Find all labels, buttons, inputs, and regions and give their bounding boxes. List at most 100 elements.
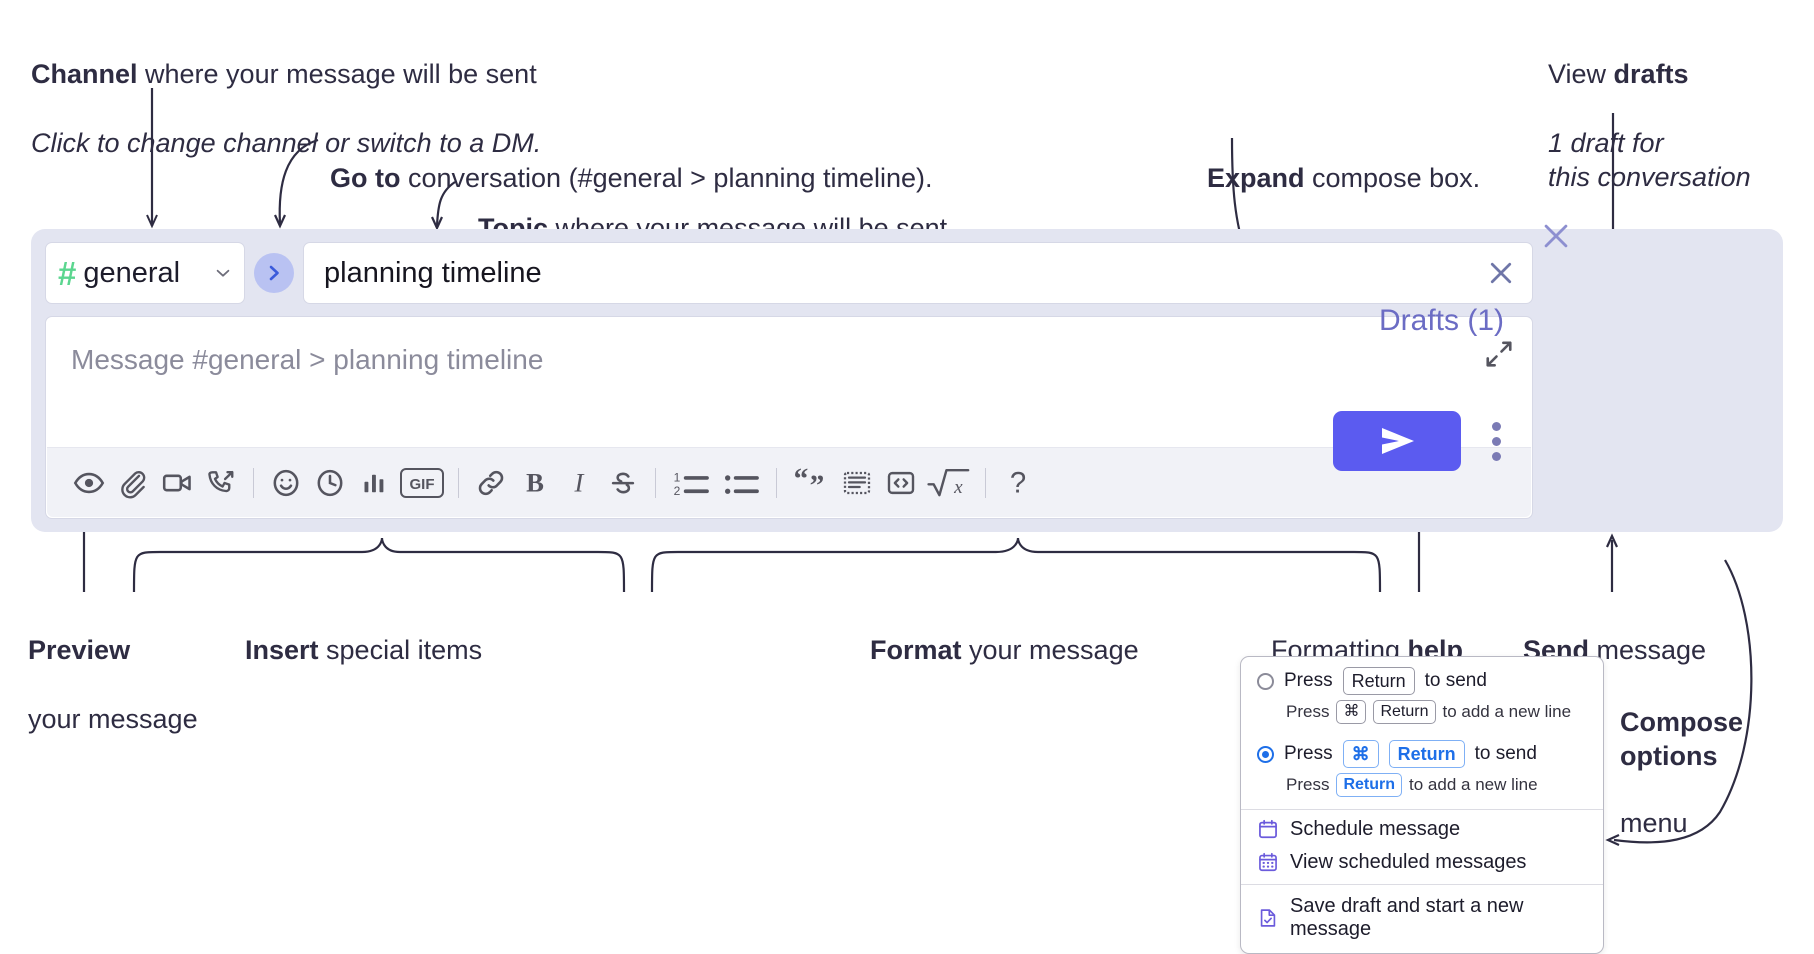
annotation-insert-rest: special items [318,634,483,665]
ordered-list-icon[interactable]: 1 2 [666,461,716,505]
code-block-icon[interactable] [835,461,879,505]
annotation-compose-options: Compose options menu [1620,672,1743,875]
annotation-drafts: View drafts 1 draft for this conversatio… [1548,22,1751,229]
annotation-drafts-prefix: View [1548,58,1614,89]
svg-text:GIF: GIF [410,476,435,493]
chevron-down-icon [216,269,230,277]
close-icon[interactable] [1486,258,1516,288]
emoji-smiley-icon[interactable] [264,461,308,505]
annotation-expand-bold: Expand [1207,162,1305,193]
clock-icon[interactable] [308,461,352,505]
menu-item-label: Save draft and start a new message [1290,894,1524,940]
option2-post: to send [1474,743,1537,765]
formatting-toolbar: GIF B I [47,447,1531,517]
annotation-compose-options-bold: Compose options [1620,706,1744,771]
document-check-icon [1260,909,1276,927]
compose-options-menu: Press Return to send Press ⌘ Return to a… [1240,656,1604,954]
key-return: Return [1342,667,1415,696]
help-question-icon[interactable]: ? [996,461,1040,505]
compose-box: # general planning timeline Message #gen… [31,224,1783,532]
send-paper-plane-icon [1382,428,1414,454]
option1-pre: Press [1284,670,1333,692]
compose-header-row: # general planning timeline [45,242,1533,304]
annotation-expand: Expand compose box. [1207,126,1480,195]
inline-code-icon[interactable] [879,461,923,505]
kebab-dot [1491,451,1501,461]
topic-input[interactable]: planning timeline [303,242,1533,304]
kebab-dot [1491,421,1501,431]
math-sqrt-icon[interactable]: x [923,461,975,505]
kebab-dot [1491,436,1501,446]
key-return: Return [1388,739,1465,769]
hash-icon: # [58,254,76,292]
paperclip-icon[interactable] [111,461,155,505]
radio-selected[interactable] [1257,745,1274,763]
annotation-compose-options-rest: menu [1620,808,1688,838]
annotation-insert-bold: Insert [245,634,319,665]
menu-item-label: Schedule message [1290,817,1461,840]
channel-name-label: general [83,256,181,289]
menu-item-schedule-message[interactable]: Schedule message [1241,810,1603,849]
menu-item-save-draft[interactable]: Save draft and start a new message [1241,885,1603,953]
annotation-preview-rest: your message [28,703,198,734]
option2-sub-post: to add a new line [1409,774,1538,794]
channel-selector[interactable]: # general [45,242,245,304]
message-input-area[interactable]: Message #general > planning timeline [45,316,1533,519]
svg-text:1: 1 [674,470,681,484]
strikethrough-icon[interactable] [601,461,645,505]
message-placeholder: Message #general > planning timeline [71,344,544,375]
toolbar-divider [776,467,777,498]
annotation-goto-rest: conversation (#general > planning timeli… [400,162,933,193]
svg-text:”: ” [810,470,825,502]
option1-sub-pre: Press [1286,702,1330,722]
topic-value: planning timeline [324,256,542,289]
svg-text:B: B [526,467,544,497]
compose-inner: # general planning timeline Message #gen… [45,242,1533,519]
drafts-link[interactable]: Drafts (1) [1379,304,1505,337]
menu-divider [1241,808,1603,810]
toolbar-divider [458,467,459,498]
annotation-channel-bold: Channel [31,58,138,89]
svg-text:I: I [574,467,585,497]
radio-unselected[interactable] [1257,672,1274,690]
toolbar-divider [985,467,986,498]
annotation-channel: Channel where your message will be sent … [31,22,541,195]
link-icon[interactable] [469,461,513,505]
compose-options-menu-button[interactable] [1483,414,1509,468]
send-option-cmd-return[interactable]: Press ⌘ Return to send Press Return to a… [1241,730,1603,809]
send-option-return[interactable]: Press Return to send Press ⌘ Return to a… [1241,657,1603,730]
option2-pre: Press [1284,743,1333,765]
bar-chart-icon[interactable] [352,461,396,505]
option1-sub-post: to add a new line [1442,702,1572,722]
svg-text:x: x [953,477,963,498]
annotation-goto: Go to conversation (#general > planning … [330,126,933,195]
bold-icon[interactable]: B [513,461,557,505]
bulleted-list-icon[interactable] [716,461,766,505]
svg-text:?: ? [1010,466,1026,499]
key-return: Return [1336,773,1403,797]
send-button[interactable] [1333,411,1461,471]
annotation-insert: Insert special items [245,598,482,667]
option2-sub-pre: Press [1286,774,1330,794]
option2-subtext: Press Return to add a new line [1286,773,1587,797]
expand-icon[interactable] [1484,339,1514,369]
key-command: ⌘ [1342,739,1379,769]
menu-item-view-scheduled[interactable]: View scheduled messages [1241,849,1603,884]
goto-conversation-button[interactable] [254,253,294,293]
annotation-send-rest: message [1589,634,1707,665]
italic-icon[interactable]: I [557,461,601,505]
calendar-grid-icon [1259,853,1277,872]
close-compose-icon[interactable] [1539,219,1573,253]
menu-divider [1241,883,1603,885]
toolbar-divider [655,467,656,498]
annotation-goto-bold: Go to [330,162,401,193]
phone-forward-icon[interactable] [199,461,243,505]
preview-eye-icon[interactable] [67,461,111,505]
svg-text:2: 2 [674,484,681,498]
annotation-format-bold: Format [870,634,962,665]
gif-icon[interactable]: GIF [396,461,448,505]
video-camera-icon[interactable] [155,461,199,505]
key-command: ⌘ [1336,700,1367,724]
blockquote-icon[interactable]: “ ” [787,461,835,505]
calendar-icon [1259,820,1277,839]
